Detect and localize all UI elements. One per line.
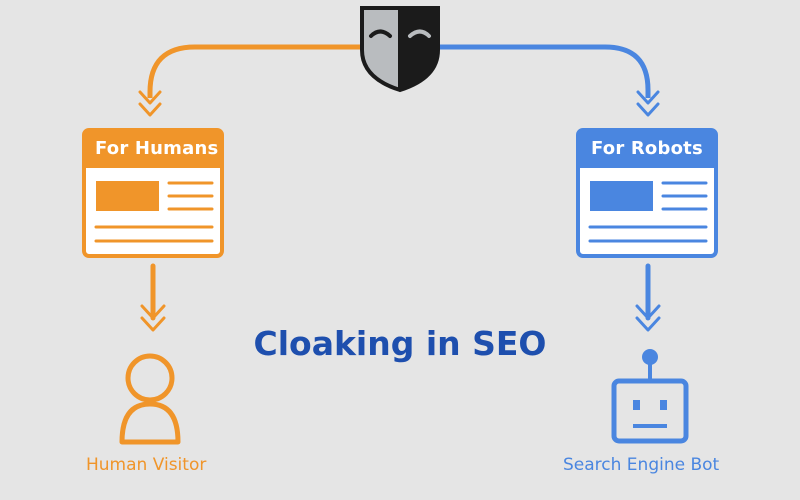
robot-down-arrow <box>635 263 661 332</box>
search-engine-bot-caption: Search Engine Bot <box>563 455 720 475</box>
human-top-chevrons <box>138 90 162 117</box>
human-down-arrow <box>140 263 166 332</box>
robot-icon <box>611 349 689 444</box>
robot-branch-line <box>438 44 651 98</box>
human-branch-line <box>147 44 362 98</box>
robot-page-card <box>576 128 718 258</box>
human-visitor-caption: Human Visitor <box>86 455 207 475</box>
page-title: Cloaking in SEO <box>253 324 547 363</box>
humans-card-title: For Humans <box>95 138 219 159</box>
robots-card-title: For Robots <box>591 138 703 159</box>
robot-content-block <box>590 181 653 211</box>
theater-mask-icon <box>360 6 440 93</box>
human-page-card <box>82 128 224 258</box>
robot-top-chevrons <box>636 90 660 117</box>
human-content-block <box>96 181 159 211</box>
person-icon <box>119 353 181 445</box>
